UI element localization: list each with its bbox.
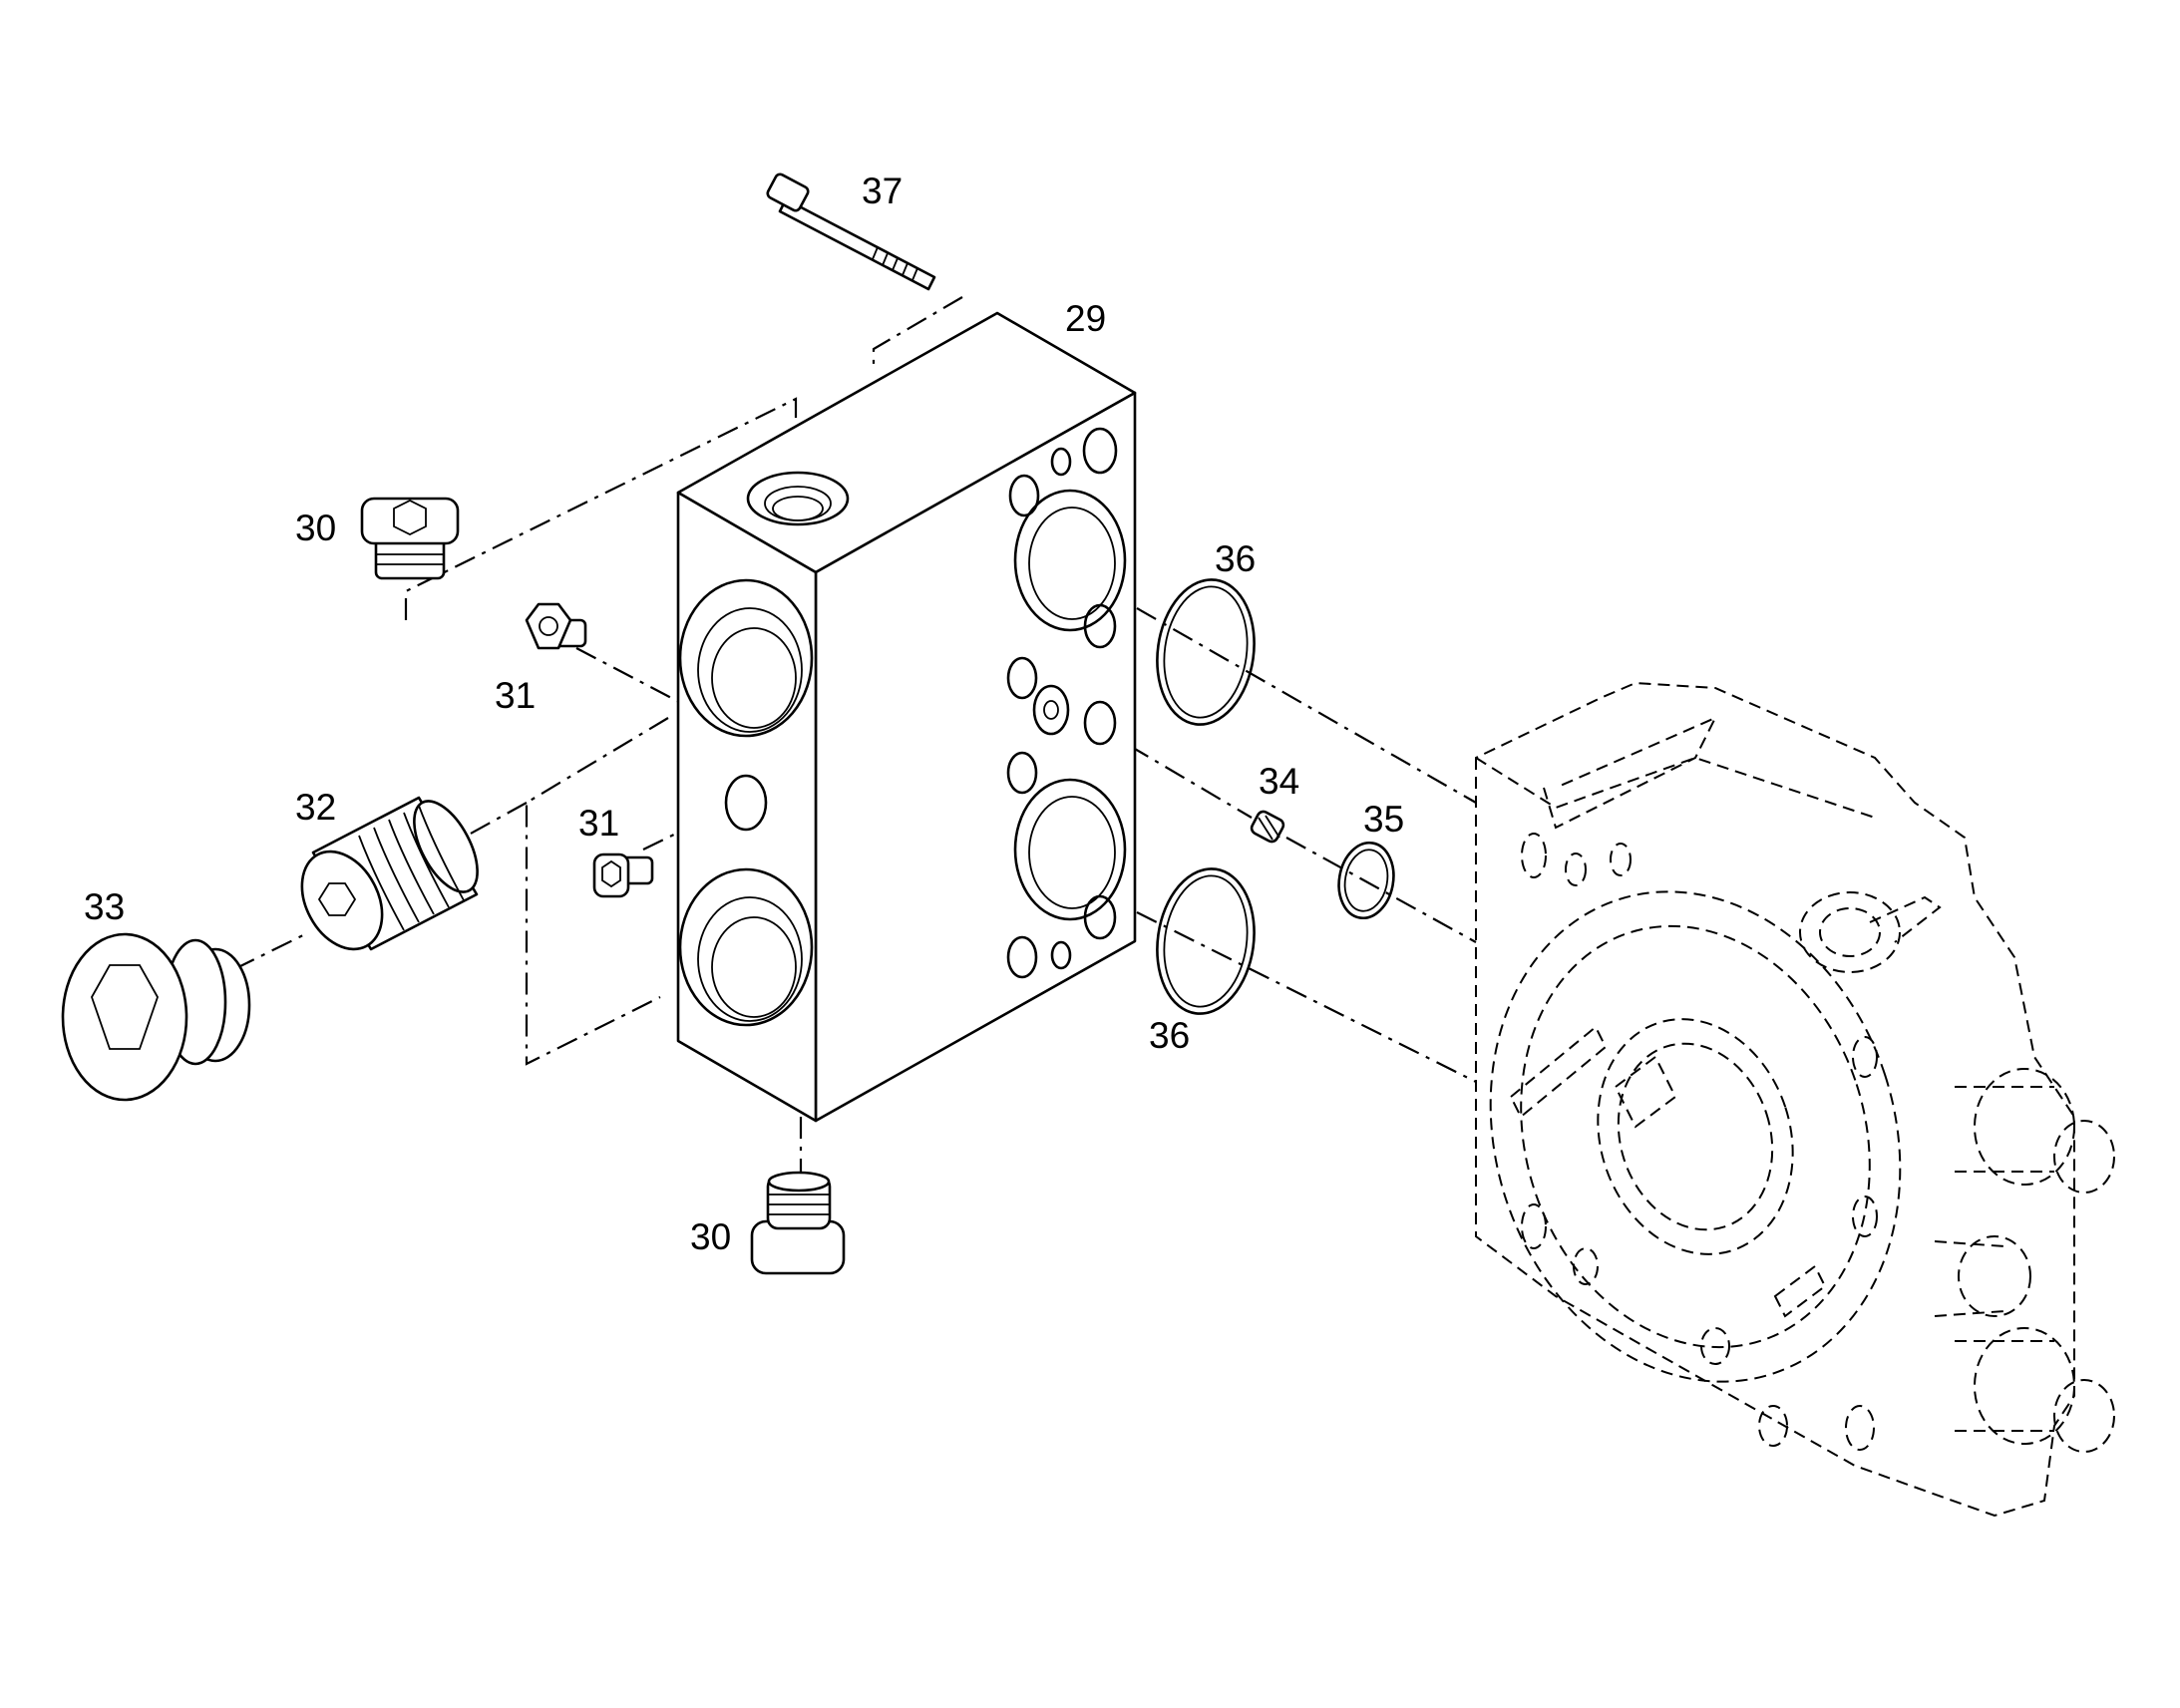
callout-36-lower: 36 bbox=[1149, 1015, 1190, 1056]
plug-screw-upper bbox=[360, 497, 460, 580]
callout-30-lower: 30 bbox=[690, 1216, 731, 1257]
small-o-ring bbox=[1337, 841, 1395, 920]
callout-33: 33 bbox=[84, 886, 125, 927]
callout-labels: 37 29 30 36 31 32 31 34 35 33 36 30 bbox=[84, 171, 1404, 1257]
o-ring-upper bbox=[1156, 578, 1256, 726]
plug-screw-lower bbox=[750, 1171, 846, 1275]
o-ring-lower bbox=[1156, 867, 1256, 1015]
large-plug bbox=[61, 932, 251, 1102]
valve-block bbox=[676, 311, 1137, 1123]
callout-36-upper: 36 bbox=[1215, 538, 1256, 579]
small-plug-lower bbox=[592, 853, 654, 898]
threaded-insert bbox=[300, 796, 479, 951]
pump-housing bbox=[1475, 681, 2115, 1518]
small-plug-upper bbox=[525, 602, 587, 650]
callout-34: 34 bbox=[1259, 761, 1299, 802]
callout-31-upper: 31 bbox=[495, 675, 536, 716]
cap-screw bbox=[766, 172, 936, 291]
callout-35: 35 bbox=[1363, 799, 1404, 840]
callout-30-upper: 30 bbox=[295, 508, 336, 548]
callout-31-lower: 31 bbox=[578, 803, 619, 844]
set-screw bbox=[1250, 810, 1285, 844]
callout-29: 29 bbox=[1065, 298, 1106, 339]
callout-32: 32 bbox=[295, 787, 336, 828]
callout-37: 37 bbox=[862, 171, 903, 211]
